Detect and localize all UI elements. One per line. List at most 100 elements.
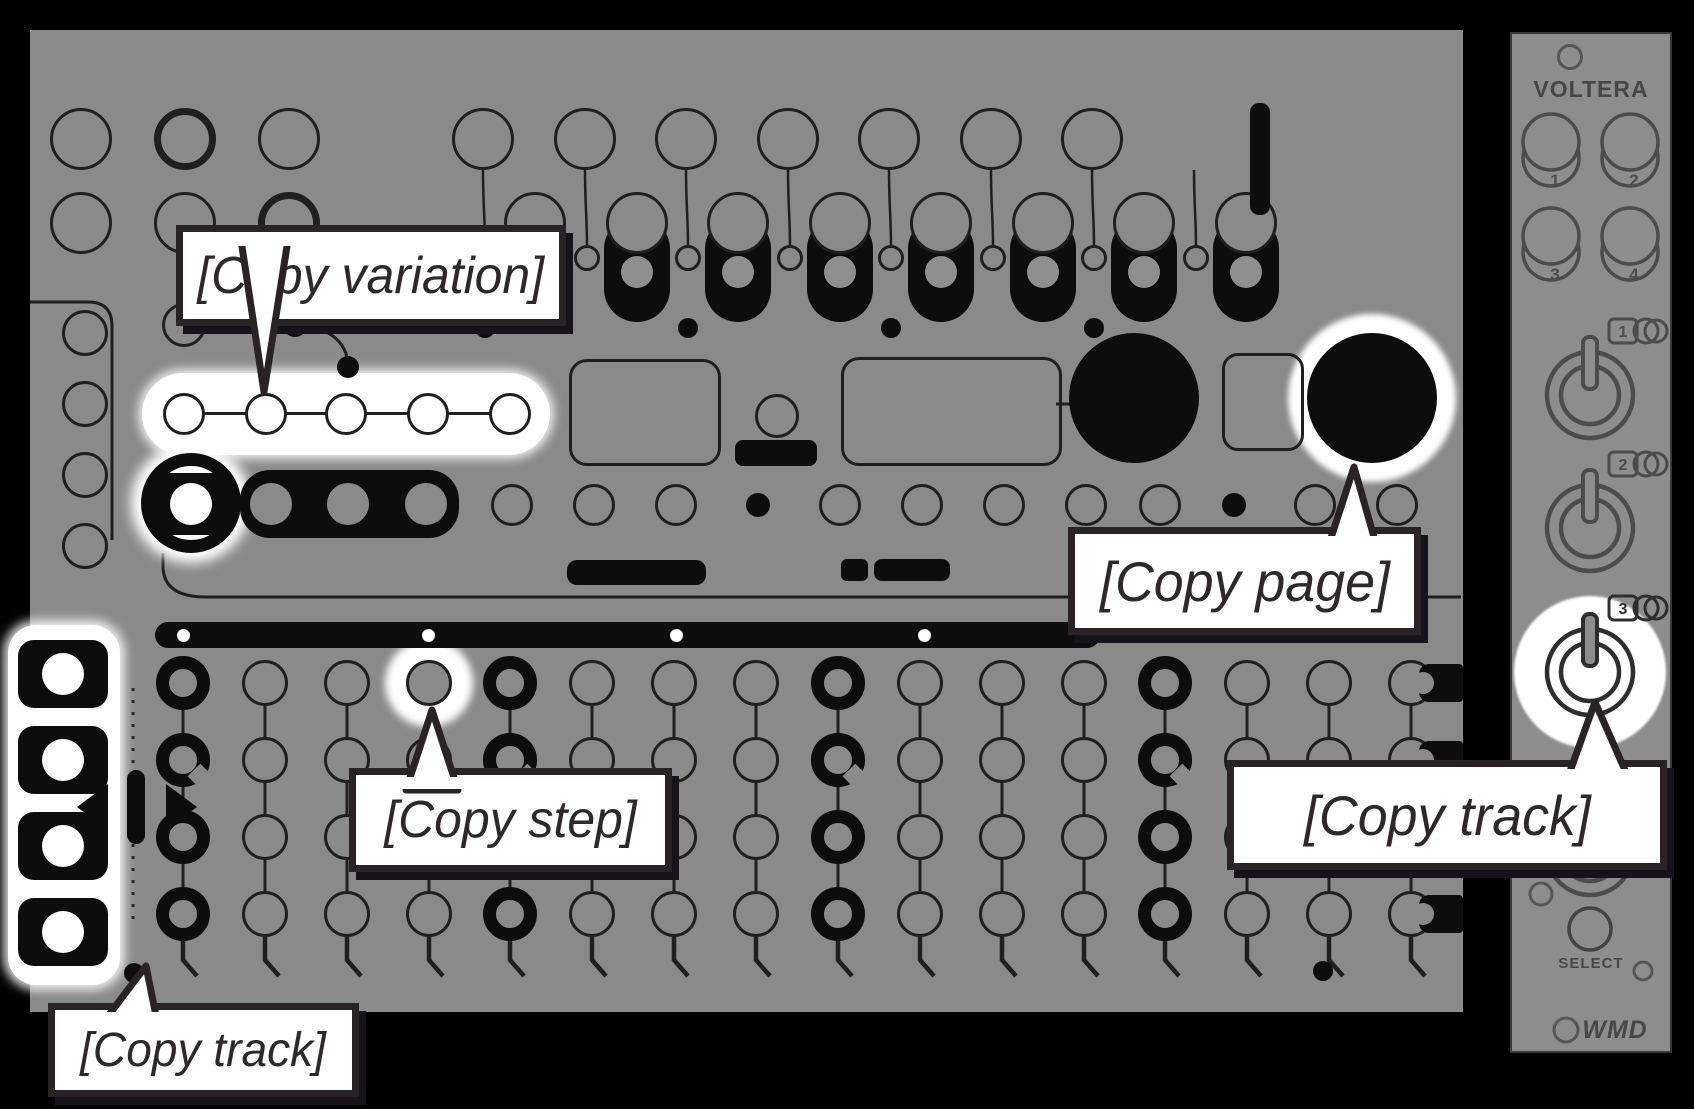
variation-button-4[interactable] — [407, 393, 449, 435]
step-c8-r4[interactable] — [733, 891, 779, 937]
callout-copy-page-label: [Copy page] — [1099, 549, 1390, 613]
step-c13-r1[interactable] — [1138, 656, 1192, 710]
fader-cv-jack-2[interactable] — [554, 108, 616, 170]
step-c12-r4[interactable] — [1061, 891, 1107, 937]
fader-cv-jack-3[interactable] — [655, 108, 717, 170]
jack-tag-label-3: 3 — [1619, 601, 1628, 618]
left-jack-1[interactable] — [62, 310, 108, 356]
step-c11-r1[interactable] — [979, 660, 1025, 706]
mid-jack-5[interactable] — [901, 484, 943, 526]
function-button-4[interactable] — [50, 192, 112, 254]
encoder-left[interactable] — [1069, 333, 1199, 463]
knob-label-2: 2 — [1629, 171, 1638, 190]
function-button-1[interactable] — [50, 108, 112, 170]
function-button-3[interactable] — [258, 108, 320, 170]
mid-jack-6[interactable] — [983, 484, 1025, 526]
mid-jack-4[interactable] — [819, 484, 861, 526]
step-c15-r4[interactable] — [1306, 891, 1352, 937]
mode-hole-1[interactable] — [250, 483, 292, 525]
mid-jack-3[interactable] — [655, 484, 697, 526]
variation-button-5[interactable] — [489, 393, 531, 435]
step-c2-r4[interactable] — [242, 891, 288, 937]
mid-jack-9[interactable] — [1294, 484, 1336, 526]
left-jack-2[interactable] — [62, 381, 108, 427]
step-c9-r1[interactable] — [811, 656, 865, 710]
step-c2-r2[interactable] — [242, 737, 288, 783]
step-c2-r3[interactable] — [242, 814, 288, 860]
step-c8-r1[interactable] — [733, 660, 779, 706]
mid-jack-2[interactable] — [573, 484, 615, 526]
fader-cv-jack-6[interactable] — [960, 108, 1022, 170]
step-c11-r3[interactable] — [979, 814, 1025, 860]
page-bar[interactable] — [155, 622, 1100, 648]
step-c10-r4[interactable] — [897, 891, 943, 937]
mode-hole-3[interactable] — [405, 483, 447, 525]
fader-handle-4[interactable] — [824, 256, 856, 288]
step-c7-r1[interactable] — [651, 660, 697, 706]
step-c8-r3[interactable] — [733, 814, 779, 860]
step-c14-r1[interactable] — [1224, 660, 1270, 706]
step-c11-r4[interactable] — [979, 891, 1025, 937]
step-c13-r4[interactable] — [1138, 887, 1192, 941]
variation-button-1[interactable] — [163, 393, 205, 435]
step-c8-r2[interactable] — [733, 737, 779, 783]
mode-hole-2[interactable] — [327, 483, 369, 525]
step-c14-r4[interactable] — [1224, 891, 1270, 937]
step-c1-r1[interactable] — [156, 656, 210, 710]
wmd-logo: WMD — [1582, 1016, 1648, 1044]
fader-cv-jack-5[interactable] — [858, 108, 920, 170]
mid-jack-7[interactable] — [1065, 484, 1107, 526]
fader-cv-jack-1[interactable] — [452, 108, 514, 170]
step-c6-r1[interactable] — [569, 660, 615, 706]
knob-4-top[interactable] — [1600, 206, 1660, 266]
step-c6-r4[interactable] — [569, 891, 615, 937]
fader-handle-8[interactable] — [1230, 256, 1262, 288]
knob-2-top[interactable] — [1600, 112, 1660, 172]
step-c3-r4[interactable] — [324, 891, 370, 937]
step-c9-r4[interactable] — [811, 887, 865, 941]
step-c12-r3[interactable] — [1061, 814, 1107, 860]
step-c1-r4[interactable] — [156, 887, 210, 941]
select-button[interactable] — [1567, 906, 1613, 952]
step-c5-r1[interactable] — [483, 656, 537, 710]
mid-jack-8[interactable] — [1139, 484, 1181, 526]
encoder-right[interactable] — [1307, 333, 1437, 463]
fader-testpoint-8 — [1183, 245, 1209, 271]
step-c15-r1[interactable] — [1306, 660, 1352, 706]
step-c4-r1[interactable] — [406, 660, 452, 706]
step-c9-r3[interactable] — [811, 810, 865, 864]
jack-plug-icon-2 — [1632, 450, 1660, 478]
function-button-2[interactable] — [154, 108, 216, 170]
fader-cv-jack-7[interactable] — [1061, 108, 1123, 170]
step-c13-r3[interactable] — [1138, 810, 1192, 864]
fader-handle-5[interactable] — [925, 256, 957, 288]
step-c10-r1[interactable] — [897, 660, 943, 706]
step-c12-r2[interactable] — [1061, 737, 1107, 783]
step-c11-r2[interactable] — [979, 737, 1025, 783]
mid-jack-10[interactable] — [1376, 484, 1418, 526]
step-c3-r1[interactable] — [324, 660, 370, 706]
step-c10-r3[interactable] — [897, 814, 943, 860]
variation-button-2[interactable] — [245, 393, 287, 435]
fader-cv-jack-4[interactable] — [757, 108, 819, 170]
step-c4-r4[interactable] — [406, 891, 452, 937]
step-c1-r3[interactable] — [156, 810, 210, 864]
step-c12-r1[interactable] — [1061, 660, 1107, 706]
step-c7-r4[interactable] — [651, 891, 697, 937]
fader-handle-7[interactable] — [1128, 256, 1160, 288]
fader-handle-6[interactable] — [1027, 256, 1059, 288]
fader-handle-2[interactable] — [621, 256, 653, 288]
fader-handle-3[interactable] — [722, 256, 754, 288]
knob-1-top[interactable] — [1521, 112, 1581, 172]
mid-jack-1[interactable] — [491, 484, 533, 526]
left-jack-4[interactable] — [62, 523, 108, 569]
step-c2-r1[interactable] — [242, 660, 288, 706]
step-c10-r2[interactable] — [897, 737, 943, 783]
left-jack-3[interactable] — [62, 452, 108, 498]
small-button-center[interactable] — [755, 394, 799, 438]
center-black-key[interactable] — [735, 440, 817, 466]
knob-3-top[interactable] — [1521, 206, 1581, 266]
variation-button-3[interactable] — [325, 393, 367, 435]
